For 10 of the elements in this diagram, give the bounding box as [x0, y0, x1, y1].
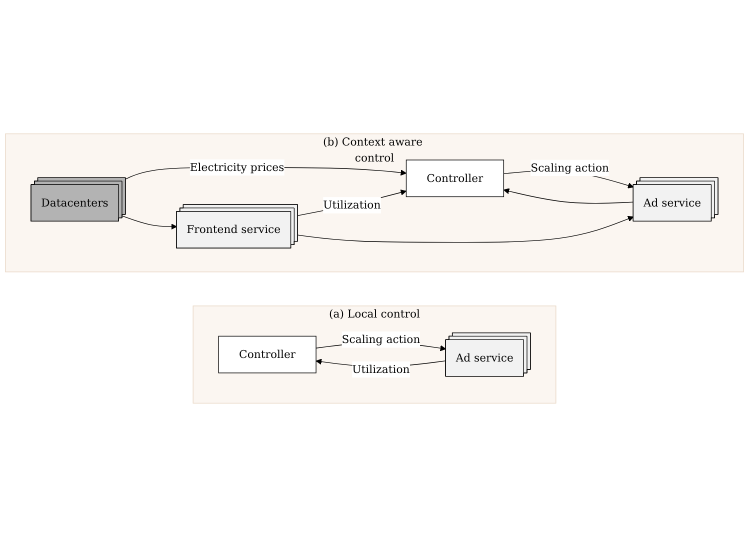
node-box: Controller — [406, 160, 504, 198]
arrow — [503, 188, 634, 204]
edge-label: Utilization — [352, 362, 410, 376]
arrow — [298, 216, 634, 243]
arrow — [122, 216, 178, 230]
edge-label: Scaling action — [530, 161, 610, 174]
edge-label: Electricity prices — [190, 160, 284, 174]
edge-label: Utilization — [323, 198, 381, 212]
edge-label: Scaling action — [342, 332, 420, 346]
node-box: Controller — [218, 336, 316, 374]
